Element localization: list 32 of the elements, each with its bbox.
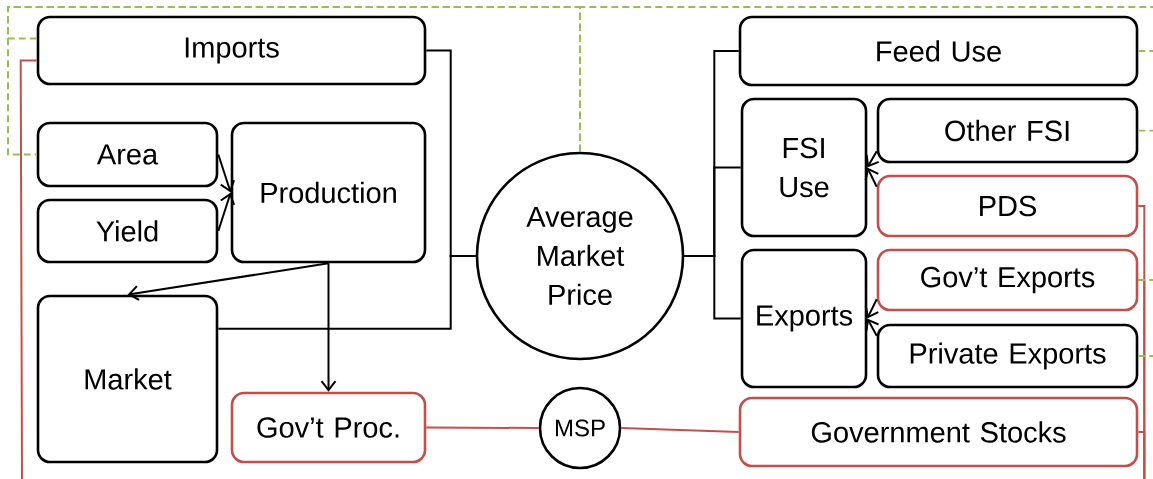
- connector: [620, 427, 740, 433]
- process-box: Government Stocks: [738, 396, 1139, 468]
- process-box: Market: [36, 294, 219, 464]
- process-box: PDS: [876, 174, 1139, 238]
- process-box: FSI Use: [740, 97, 868, 238]
- connector: [1137, 50, 1153, 52]
- process-box: Production: [230, 121, 427, 264]
- connector: [1137, 431, 1146, 479]
- connector: [320, 262, 337, 392]
- connector: [1137, 279, 1153, 281]
- connector: [217, 153, 236, 193]
- connector: [1137, 129, 1153, 132]
- process-box: Exports: [740, 248, 868, 389]
- process-box: Imports: [36, 15, 427, 86]
- connector: [425, 426, 540, 429]
- connector: [217, 255, 477, 330]
- connector: [1137, 355, 1153, 357]
- connector: [865, 150, 880, 168]
- connector: [19, 59, 38, 479]
- process-box: Yield: [36, 198, 219, 264]
- connector: [683, 255, 742, 320]
- connector: [865, 318, 880, 337]
- process-box: Other FSI: [876, 97, 1139, 164]
- process-box: Area: [36, 121, 219, 188]
- connector: [579, 6, 1153, 153]
- process-box: Gov’t Exports: [876, 248, 1139, 312]
- process-box: Feed Use: [738, 15, 1139, 87]
- process-box: Gov’t Proc.: [230, 391, 427, 464]
- connector: [127, 262, 330, 301]
- connector: [864, 298, 880, 319]
- connector: [864, 167, 880, 188]
- process-box: Private Exports: [876, 323, 1139, 389]
